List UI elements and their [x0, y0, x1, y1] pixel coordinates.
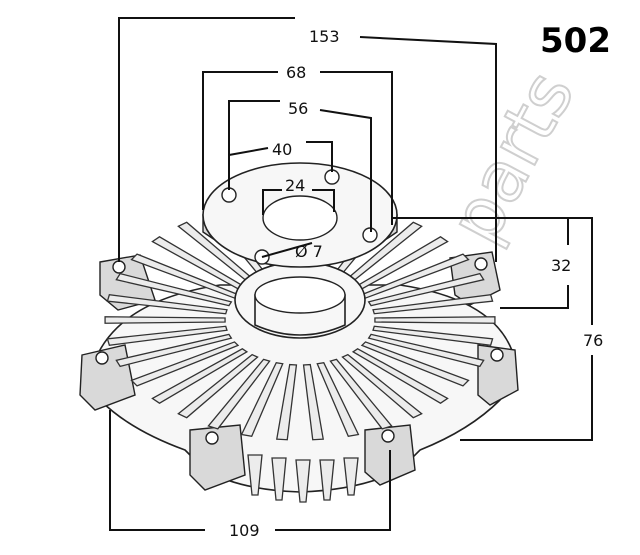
dimension-labels: 153 68 56 40 24 Ø 7 32 76 109 [229, 27, 603, 540]
center-bore [262, 195, 338, 241]
cooling-fin [374, 316, 496, 324]
cooling-fin [316, 361, 360, 437]
cooling-fin [177, 353, 259, 419]
dim-76-label: 76 [583, 331, 603, 350]
cooling-fin [329, 358, 393, 430]
cooling-fin [240, 361, 284, 437]
dim-153-label: 153 [309, 27, 340, 46]
cooling-fin [372, 294, 494, 315]
cooling-fin [207, 358, 271, 430]
cooling-fin [360, 341, 470, 387]
cooling-fin [115, 333, 233, 368]
dim-109-label: 109 [229, 521, 260, 540]
mounting-plate [202, 162, 398, 268]
dim-diameter-7-label: Ø 7 [295, 242, 323, 261]
bolt-hole [324, 169, 340, 185]
bolt-hole [221, 187, 237, 203]
cooling-fin [104, 316, 226, 324]
cooling-fin [351, 348, 449, 404]
dim-32-label: 32 [551, 256, 571, 275]
part-number: 502 [540, 21, 611, 61]
cooling-fin [106, 294, 228, 315]
cooling-fin [151, 348, 249, 404]
cooling-fin [276, 363, 298, 441]
dim-56-label: 56 [288, 99, 308, 118]
cooling-fin [115, 272, 233, 307]
cooling-fin [367, 333, 485, 368]
cooling-fin [106, 325, 228, 346]
dim-24-label: 24 [285, 176, 305, 195]
fan-clutch-body [79, 162, 519, 503]
cooling-fin [341, 353, 423, 419]
bottom-teeth [247, 454, 359, 503]
dimension-lines [109, 17, 593, 531]
dim-40-label: 40 [272, 140, 292, 159]
dim-68-label: 68 [286, 63, 306, 82]
cooling-fin [367, 272, 485, 307]
cooling-fin [302, 363, 324, 441]
watermark-text: parts [433, 58, 590, 255]
cooling-fin [372, 325, 494, 346]
cooling-fin [130, 341, 240, 387]
